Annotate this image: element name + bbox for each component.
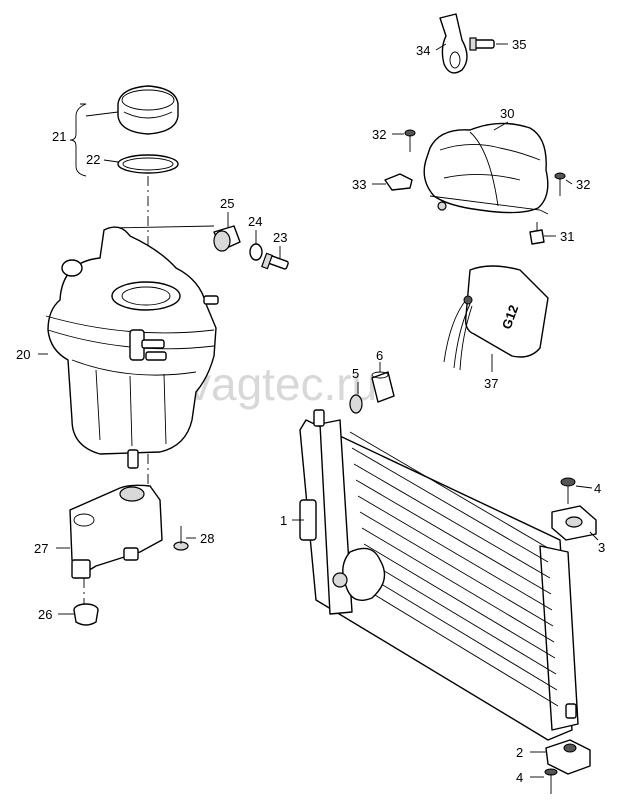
callout-26: 26: [38, 607, 52, 622]
part-2-mount: [545, 739, 591, 775]
callout-32-right: 32: [576, 177, 590, 192]
callout-32-left: 32: [372, 127, 386, 142]
callout-2: 2: [516, 745, 523, 760]
callout-31: 31: [560, 229, 574, 244]
callout-4-bottom: 4: [516, 770, 523, 785]
part-30-reservoir: [423, 122, 549, 215]
part-27-bracket: [69, 484, 163, 579]
callout-23: 23: [273, 230, 287, 245]
leader-lines: [38, 43, 599, 778]
callout-35: 35: [512, 37, 526, 52]
part-32-screw-left: [404, 129, 416, 152]
part-33-clip: [384, 173, 413, 191]
part-26-grommet: [73, 603, 99, 626]
callout-4-top: 4: [594, 481, 601, 496]
callout-5: 5: [352, 366, 359, 381]
callout-33: 33: [352, 177, 366, 192]
callout-27: 27: [34, 541, 48, 556]
callout-37: 37: [484, 376, 498, 391]
part-31-nut: [529, 222, 545, 245]
callout-28: 28: [200, 531, 214, 546]
callout-30: 30: [500, 106, 514, 121]
part-1-radiator: [299, 409, 579, 741]
part-35-screw: [469, 37, 495, 51]
part-24-washer: [249, 243, 263, 261]
watermark-text: vagtec.ru: [188, 358, 377, 410]
part-5-grommet: [349, 394, 363, 414]
radiator-fins: [349, 431, 559, 707]
callout-1: 1: [280, 513, 287, 528]
part-34-bracket: [439, 13, 468, 74]
callout-21: 21: [52, 129, 66, 144]
callout-25: 25: [220, 196, 234, 211]
part-28-bolt: [173, 526, 189, 551]
part-22-seal: [117, 154, 179, 174]
part-21-cap: [117, 85, 179, 135]
callout-22: 22: [86, 152, 100, 167]
part-4-screw-top: [560, 477, 576, 504]
part-4-screw-bottom: [544, 768, 558, 794]
part-37-g12-tag: G12: [443, 265, 549, 371]
part-25-bushing: [213, 225, 241, 252]
part-3-mount: [551, 505, 597, 541]
part-20-coolant-reservoir: [45, 226, 219, 469]
part-6-sleeve: [371, 371, 395, 403]
callout-6: 6: [376, 348, 383, 363]
callout-3: 3: [598, 540, 605, 555]
part-32-screw-right: [554, 172, 566, 196]
part-23-bolt: [261, 252, 289, 270]
callout-20: 20: [16, 347, 30, 362]
callout-24: 24: [248, 214, 262, 229]
callout-34: 34: [416, 43, 430, 58]
callout-numbers: 21 22 25 24 23 20 27 28 26 34 35 30 32 3…: [16, 37, 605, 785]
